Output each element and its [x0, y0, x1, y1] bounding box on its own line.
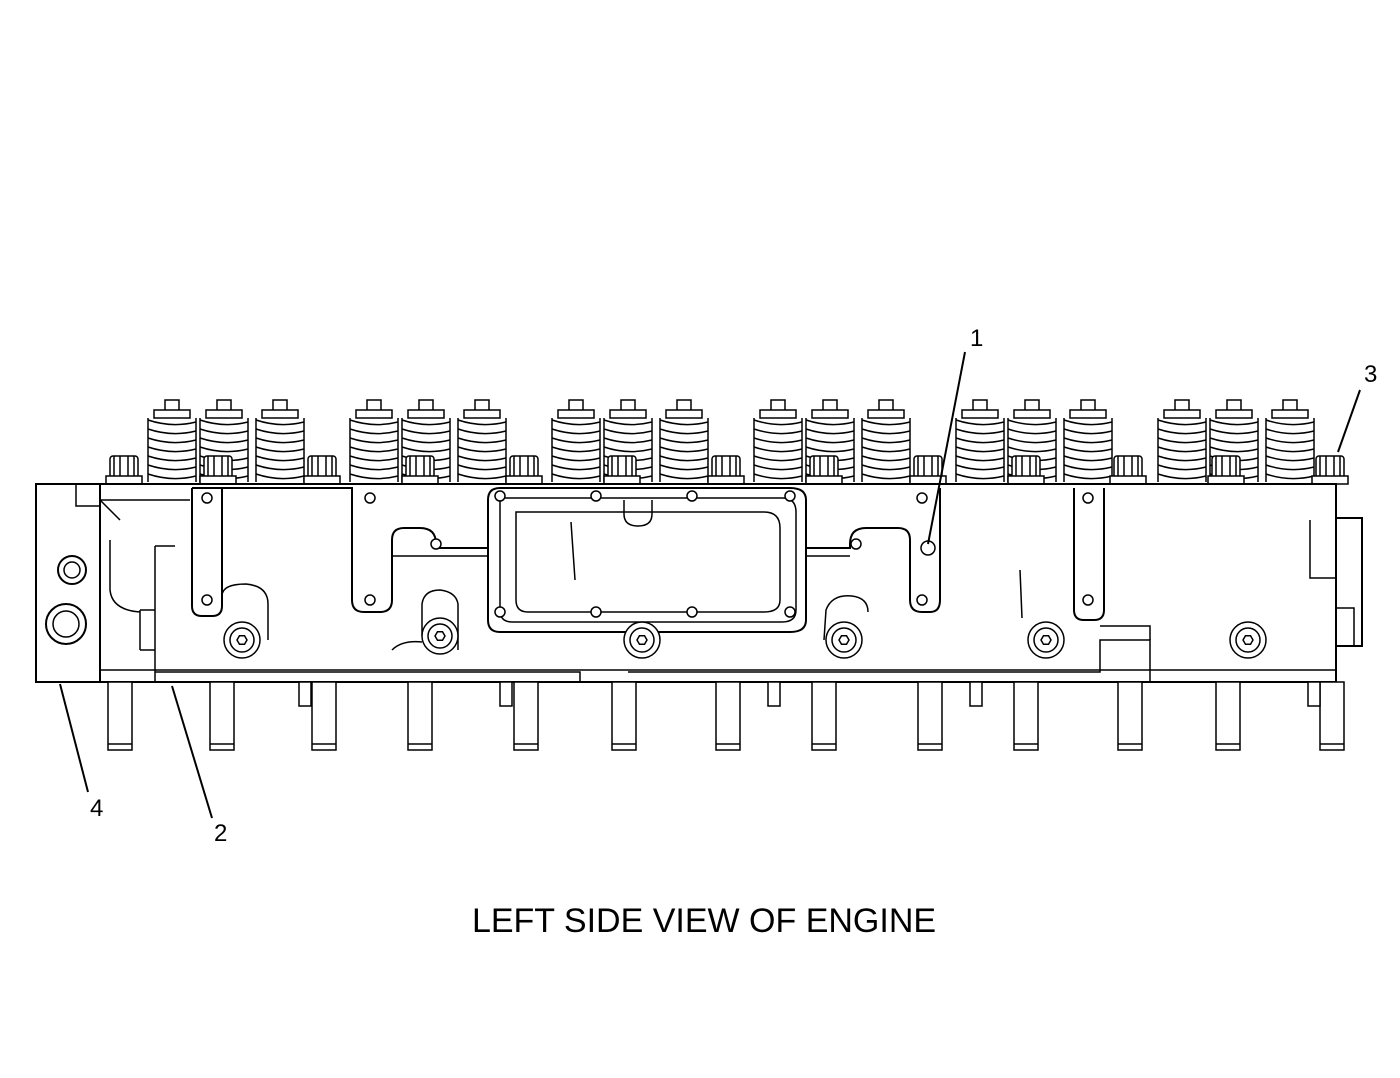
- gasket-hole: [364, 492, 376, 504]
- callout-3: 3: [1364, 361, 1377, 388]
- valve-spring: [349, 399, 399, 482]
- stud: [1319, 681, 1345, 751]
- gasket-hole: [916, 594, 928, 606]
- callout-2: 2: [214, 820, 227, 847]
- valve-spring: [255, 399, 305, 482]
- stud: [611, 681, 637, 751]
- valve-spring: [1007, 399, 1057, 482]
- valve-spring: [659, 399, 709, 482]
- head-bolt: [401, 455, 439, 485]
- gasket-plate: [191, 487, 1105, 633]
- head-bolt: [1007, 455, 1045, 485]
- gasket-hole: [850, 538, 862, 550]
- gasket-hole: [201, 594, 213, 606]
- callout-1: 1: [970, 325, 983, 352]
- callout-4: 4: [90, 795, 103, 822]
- valve-spring: [1265, 399, 1315, 482]
- valve-spring: [551, 399, 601, 482]
- clamp-bolt: [221, 583, 269, 659]
- clamp-bolt: [823, 595, 869, 659]
- stud: [209, 681, 235, 751]
- short-stud: [767, 681, 781, 707]
- leader-lines: [59, 351, 1361, 819]
- valve-spring: [1157, 399, 1207, 482]
- gasket-hole: [590, 490, 602, 502]
- valve-spring: [1209, 399, 1259, 482]
- valve-spring: [861, 399, 911, 482]
- stud: [1117, 681, 1143, 751]
- valve-spring: [199, 399, 249, 482]
- valve-spring: [753, 399, 803, 482]
- gasket-hole: [590, 606, 602, 618]
- gasket-holes: [201, 490, 1094, 618]
- gasket-hole: [494, 606, 506, 618]
- gasket-hole: [916, 492, 928, 504]
- gasket-hole: [1082, 594, 1094, 606]
- stud: [1013, 681, 1039, 751]
- valve-spring: [457, 399, 507, 482]
- short-stud: [298, 681, 312, 707]
- valve-spring: [955, 399, 1005, 482]
- stud: [107, 681, 133, 751]
- head-bolt: [1311, 455, 1349, 485]
- stud: [811, 681, 837, 751]
- head-bolt: [707, 455, 745, 485]
- gasket-hole: [201, 492, 213, 504]
- stud: [715, 681, 741, 751]
- bottom-studs: [107, 681, 1345, 751]
- head-bolt: [1109, 455, 1147, 485]
- clamp-bolt: [1229, 621, 1267, 659]
- head-bolt: [1207, 455, 1245, 485]
- clamp-bolt: [421, 589, 459, 655]
- gasket-hole: [784, 606, 796, 618]
- head-bolt: [909, 455, 947, 485]
- head-bolt: [105, 455, 143, 485]
- valve-spring: [147, 399, 197, 482]
- gasket-hole: [364, 594, 376, 606]
- clamp-bolts: [221, 583, 1267, 659]
- short-stud: [969, 681, 983, 707]
- valve-spring: [401, 399, 451, 482]
- stud: [407, 681, 433, 751]
- head-bolt: [199, 455, 237, 485]
- valve-spring: [1063, 399, 1113, 482]
- valve-spring: [805, 399, 855, 482]
- stud: [311, 681, 337, 751]
- clamp-bolt: [1027, 621, 1065, 659]
- head-bolts: [105, 455, 1349, 485]
- valve-springs: [147, 399, 1315, 482]
- gasket-hole: [1082, 492, 1094, 504]
- gasket-hole: [686, 490, 698, 502]
- gasket-hole: [784, 490, 796, 502]
- valve-spring: [603, 399, 653, 482]
- head-bolt: [303, 455, 341, 485]
- clamp-bolt: [623, 621, 661, 659]
- head-bolt: [505, 455, 543, 485]
- stud: [917, 681, 943, 751]
- short-stud: [1307, 681, 1321, 707]
- diagram-caption: LEFT SIDE VIEW OF ENGINE: [472, 902, 936, 940]
- head-bolt: [603, 455, 641, 485]
- left-end-ports: [45, 555, 87, 645]
- short-stud: [499, 681, 513, 707]
- gasket-hole: [494, 490, 506, 502]
- stud: [1215, 681, 1241, 751]
- gasket-hole: [686, 606, 698, 618]
- gasket-hole: [430, 538, 442, 550]
- head-bolt: [805, 455, 843, 485]
- stud: [513, 681, 539, 751]
